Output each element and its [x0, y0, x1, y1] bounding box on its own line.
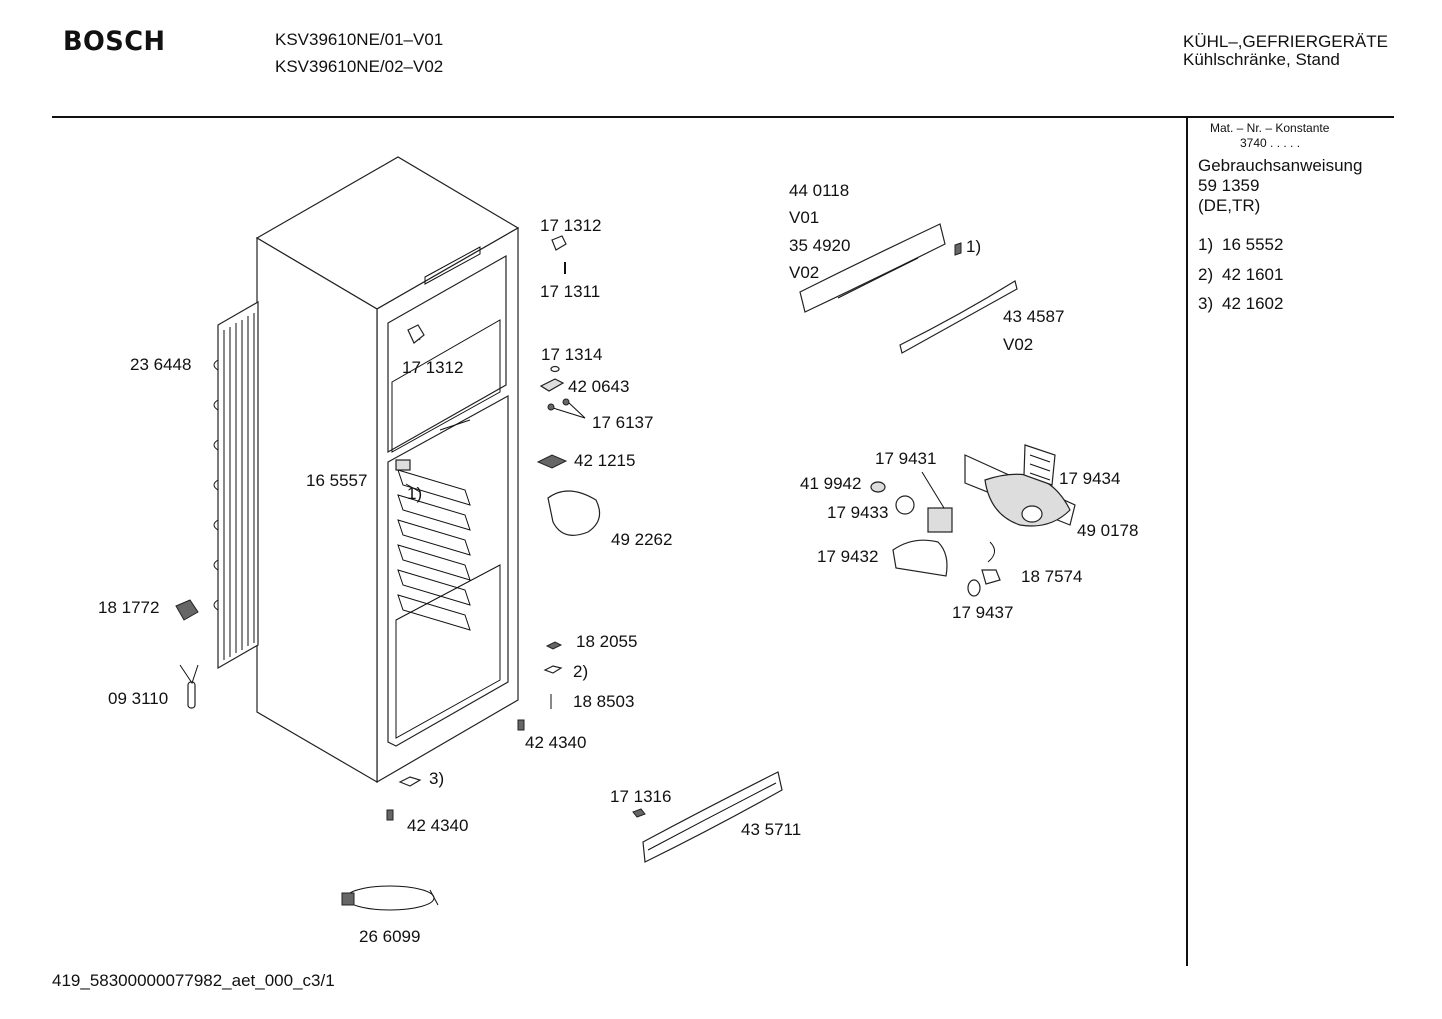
thermostat-165557: [395, 459, 421, 493]
part-label: 17 9433: [827, 503, 889, 522]
part-label: 26 6099: [359, 927, 421, 946]
relay-part-181772: [175, 599, 199, 621]
category-subtitle: Kühlschränke, Stand: [1183, 50, 1340, 69]
note-key: 1): [1198, 235, 1214, 254]
motor-179431: [921, 471, 953, 533]
screws-176137: [547, 398, 586, 419]
cap-179437: [967, 579, 981, 597]
screw-424340-b: [386, 809, 394, 821]
document-code: 419_58300000077982_aet_000_с3/1: [52, 971, 335, 990]
part-label: 43 4587: [1003, 307, 1065, 326]
brand-logo: BOSCH: [63, 26, 166, 57]
manual-title: Gebrauchsanweisung: [1198, 156, 1363, 175]
part-label: 49 2262: [611, 530, 673, 549]
part-label: 42 1215: [574, 451, 636, 470]
part-label: 09 3110: [108, 689, 169, 708]
part-label: 17 1312: [402, 358, 464, 377]
part-label: 42 4340: [525, 733, 587, 752]
part-label: 18 7574: [1021, 567, 1083, 586]
spring-187574: [987, 541, 995, 563]
part-label: 42 4340: [407, 816, 469, 835]
trim-strip-434587: [899, 280, 1018, 354]
grille-179432: [892, 539, 948, 577]
part-label: 23 6448: [130, 355, 192, 374]
note-part: 16 5552: [1222, 235, 1284, 254]
screw-424340-a: [517, 719, 525, 731]
category-title: KÜHL–,GEFRIERGERÄTE: [1183, 32, 1388, 51]
part-label: 17 1312: [540, 216, 602, 235]
clip-182055: [545, 641, 563, 650]
clip-ref3: [398, 776, 422, 787]
part-label: 41 9942: [800, 474, 862, 493]
part-label: 17 1314: [541, 345, 603, 364]
clip-171316: [632, 808, 646, 818]
variant-label: V01: [789, 208, 820, 227]
washer-part: [550, 365, 560, 373]
condenser: [213, 300, 259, 670]
model-number-2: KSV39610NE/02–V02: [275, 57, 444, 76]
footnote-ref: 2): [573, 662, 589, 681]
control-panel-440118: [799, 223, 962, 313]
material-number-label: Mat. – Nr. – Konstante: [1210, 121, 1330, 135]
part-label: 17 6137: [592, 413, 654, 432]
part-label: 17 9437: [952, 603, 1014, 622]
manual-number: 59 1359: [1198, 176, 1260, 195]
note-part: 42 1601: [1222, 265, 1284, 284]
power-cord-266099: [341, 885, 439, 911]
hinge-part-171312: [407, 235, 567, 344]
note-key: 3): [1198, 294, 1214, 313]
part-label: 17 1316: [610, 787, 672, 806]
manual-languages: (DE,TR): [1198, 196, 1261, 215]
fan-part-492262: [547, 490, 601, 536]
variant-label: V02: [789, 263, 820, 282]
part-label: 17 9432: [817, 547, 879, 566]
lamp-419942: [870, 481, 886, 493]
note-key: 2): [1198, 265, 1214, 284]
part-label: 18 1772: [98, 598, 160, 617]
part-label: 43 5711: [741, 820, 802, 839]
material-number-value: 3740 . . . . .: [1240, 136, 1301, 150]
part-label: 42 0643: [568, 377, 630, 396]
clip-ref2: [543, 665, 563, 674]
part-label: 17 9434: [1059, 469, 1121, 488]
footnote-ref: 1): [407, 484, 423, 503]
part-label: 18 8503: [573, 692, 635, 711]
part-label: 44 0118: [789, 181, 850, 200]
part-label: 18 2055: [576, 632, 638, 651]
refrigerator-cabinet: [255, 156, 520, 784]
model-number-1: KSV39610NE/01–V01: [275, 30, 444, 49]
part-label: 17 1311: [540, 282, 601, 301]
fan-assembly: [964, 444, 1076, 527]
handle-435711: [642, 771, 783, 863]
part-label: 35 4920: [789, 236, 851, 255]
note-part: 42 1602: [1222, 294, 1284, 313]
part-label: 17 9431: [875, 449, 937, 468]
variant-label: V02: [1003, 335, 1034, 354]
part-label: 16 5557: [306, 471, 368, 490]
bracket-part-420643: [539, 378, 565, 392]
bushing-179433: [895, 495, 915, 515]
footnote-ref: 1): [966, 237, 982, 256]
capacitor-093110: [179, 664, 199, 709]
footnote-ref: 3): [429, 769, 445, 788]
light-cover-421215: [536, 454, 568, 469]
part-label: 49 0178: [1077, 521, 1139, 540]
